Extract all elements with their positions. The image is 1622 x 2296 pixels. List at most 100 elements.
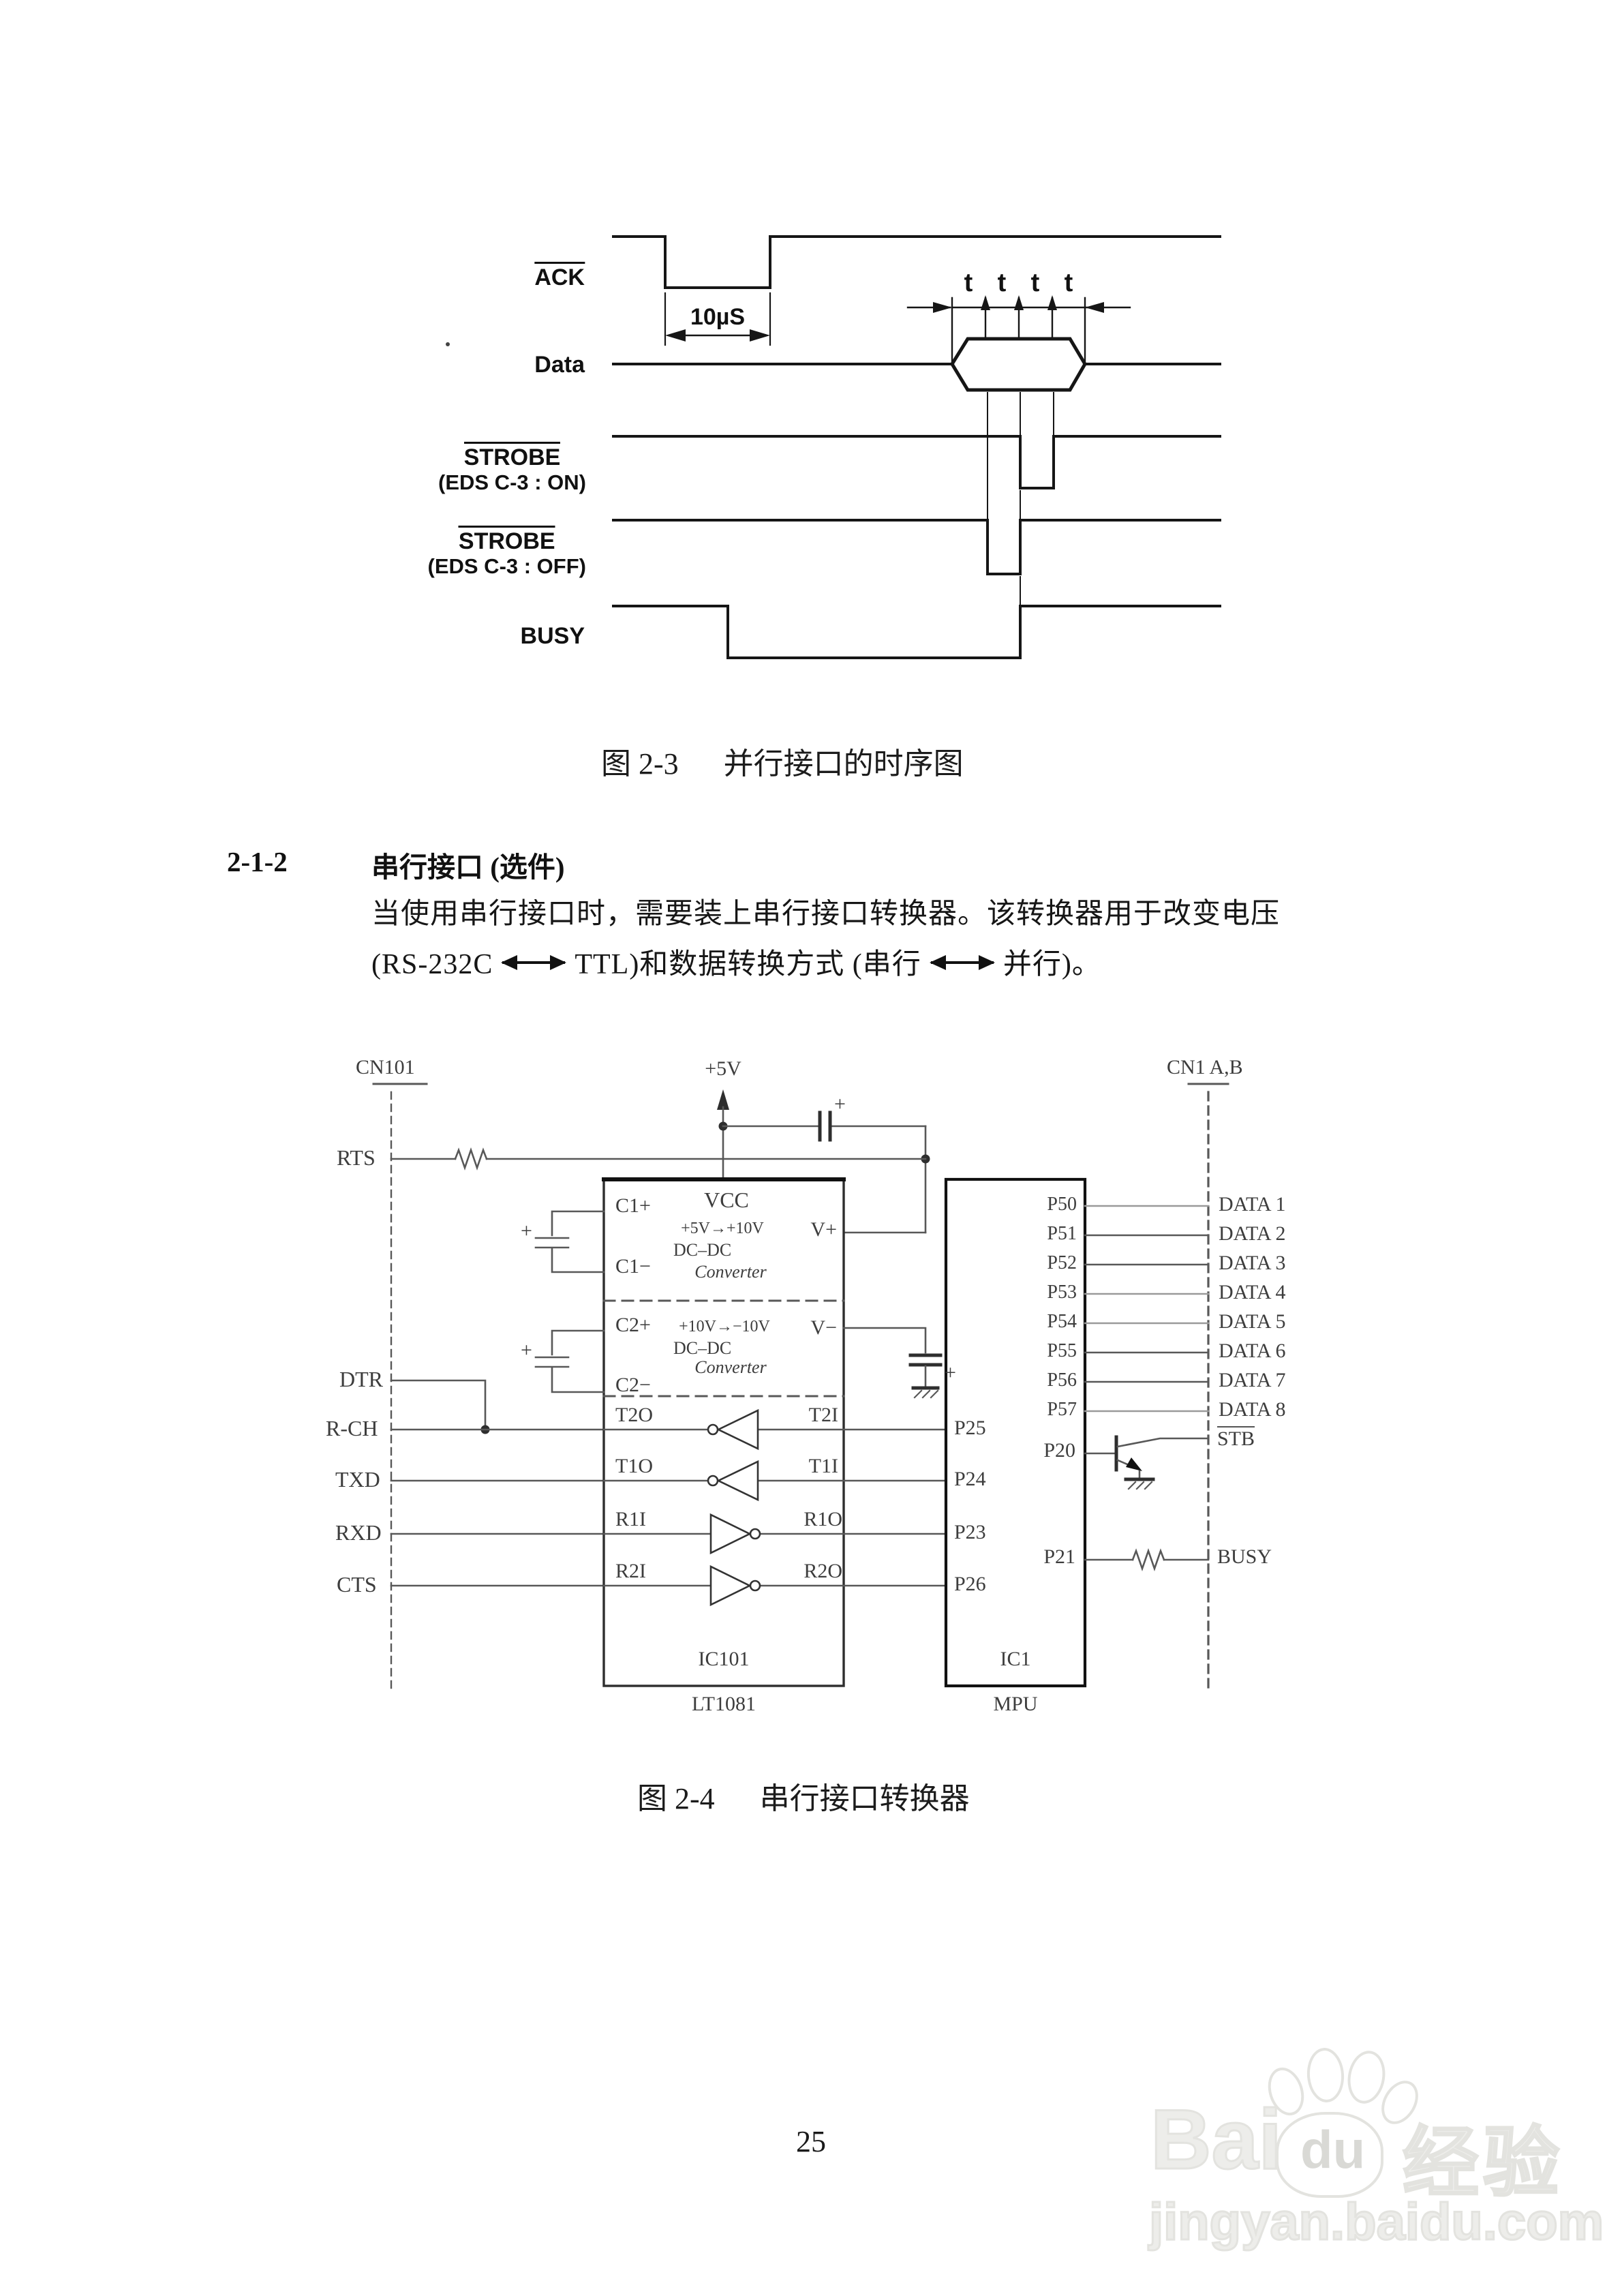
t-label-1: t — [964, 269, 973, 297]
signal-label-strobe-off: STROBE (EDS C-3 : OFF) — [427, 526, 587, 578]
watermark-bai-text: Bai — [1150, 2092, 1283, 2188]
strobe-on-sub: (EDS C-3 : ON) — [438, 470, 586, 494]
ic101-pin-c1m: C1− — [615, 1255, 651, 1278]
busy-waveform — [612, 605, 1221, 659]
t-label-2: t — [997, 269, 1007, 297]
reference-lines — [987, 392, 1054, 605]
ic101-pin-vplus: V+ — [810, 1218, 837, 1241]
ic101-pin-t2o: T2O — [615, 1404, 653, 1426]
data7-label: DATA 7 — [1219, 1369, 1286, 1391]
cap-plus-top: + — [834, 1093, 846, 1115]
converter1-type: DC–DC — [673, 1240, 732, 1260]
data1-label: DATA 1 — [1219, 1193, 1286, 1215]
mpu-pin-p24: P24 — [954, 1468, 986, 1490]
figure-2-4-title: 串行接口转换器 — [759, 1782, 970, 1815]
baidu-paw-icon — [1262, 2046, 1426, 2198]
ic101-pin-r1i: R1I — [615, 1508, 646, 1530]
vminus-capacitor — [842, 1327, 943, 1399]
cn1-rail — [1187, 1083, 1229, 1692]
stb-label: STB — [1217, 1426, 1255, 1450]
busy-row — [1084, 1548, 1210, 1571]
inverter-r2 — [709, 1565, 761, 1607]
body-text-line2: (RS-232C TTL)和数据转换方式 (串行 并行)。 — [371, 941, 1101, 982]
body-line2-post: 并行)。 — [1003, 949, 1101, 980]
stb-transistor — [1084, 1435, 1210, 1490]
mpu-pin-p52: P52 — [1047, 1252, 1077, 1273]
body-text-line1: 当使用串行接口时，需要装上串行接口转换器。该转换器用于改变电压 — [371, 898, 1281, 930]
section-title: 串行接口 (选件) — [371, 851, 565, 883]
ic101-name: IC101 — [698, 1648, 750, 1670]
mpu-pin-p25: P25 — [954, 1417, 986, 1439]
pin-dtr-label: DTR — [339, 1367, 383, 1391]
pin-rch-label: R-CH — [326, 1416, 378, 1440]
c2-capacitor — [534, 1329, 605, 1393]
ic101-pin-r1o: R1O — [804, 1508, 842, 1530]
figure-2-3-title: 并行接口的时序图 — [723, 747, 964, 781]
mpu-pin-p57: P57 — [1047, 1399, 1077, 1420]
figure-2-4-number: 图 2-4 — [637, 1782, 715, 1815]
data3-label: DATA 3 — [1219, 1252, 1286, 1274]
connector-cn1ab-label: CN1 A,B — [1167, 1056, 1243, 1078]
c2-plus-mark: + — [521, 1339, 532, 1361]
body-line2-pre: (RS-232C — [371, 949, 493, 980]
page-number: 25 — [796, 2125, 826, 2158]
ic101-part: LT1081 — [692, 1693, 756, 1715]
mpu-pin-p56: P56 — [1047, 1370, 1077, 1391]
c1-plus-mark: + — [521, 1220, 532, 1242]
rts-line — [390, 1147, 927, 1170]
data4-label: DATA 4 — [1219, 1281, 1286, 1303]
figure-2-4-caption: 图 2-4 串行接口转换器 — [637, 1774, 970, 1817]
ic101-pin-vminus: V− — [810, 1316, 837, 1339]
ic101-pin-c2m: C2− — [615, 1374, 651, 1396]
timing-diagram — [612, 235, 1221, 659]
stray-mark — [446, 342, 450, 346]
t-label-3: t — [1030, 269, 1040, 297]
mpu-name: IC1 — [1000, 1648, 1031, 1670]
pin-rts-label: RTS — [337, 1145, 376, 1170]
data8-label: DATA 8 — [1219, 1398, 1286, 1421]
mpu-pin-p51: P51 — [1047, 1223, 1077, 1244]
data-waveform — [612, 337, 1221, 392]
strobe-off-main: STROBE — [458, 526, 555, 553]
double-arrow-icon — [501, 955, 567, 971]
cn101-rail — [372, 1083, 428, 1692]
converter1-range: +5V→+10V — [681, 1220, 764, 1237]
strobe-off-waveform — [612, 519, 1221, 575]
mpu-pin-p26: P26 — [954, 1573, 986, 1595]
data6-label: DATA 6 — [1219, 1340, 1286, 1362]
watermark-cn-text: 经验 — [1402, 2119, 1563, 2207]
ic101-pin-r2o: R2O — [804, 1560, 842, 1582]
signal-label-ack: ACK — [534, 262, 585, 290]
pulse-width-label: 10µS — [690, 304, 746, 330]
data5-label: DATA 5 — [1219, 1310, 1286, 1333]
ic101-pin-c1p: C1+ — [615, 1194, 651, 1217]
signal-label-busy: BUSY — [520, 623, 585, 649]
converter2-word: Converter — [694, 1357, 767, 1377]
mpu-pin-p53: P53 — [1047, 1282, 1077, 1303]
connector-cn101-label: CN101 — [356, 1056, 415, 1078]
pin-txd-label: TXD — [335, 1467, 380, 1492]
ack-waveform — [612, 235, 1221, 289]
data-rows — [1084, 1205, 1210, 1413]
ic101-pin-c2p: C2+ — [615, 1314, 651, 1336]
mpu-pin-p21: P21 — [1043, 1545, 1075, 1568]
section-number: 2-1-2 — [227, 846, 288, 877]
busy-label: BUSY — [1217, 1545, 1272, 1568]
double-arrow-icon — [929, 955, 995, 971]
signal-label-strobe-on: STROBE (EDS C-3 : ON) — [438, 442, 586, 494]
figure-2-3-caption: 图 2-3 并行接口的时序图 — [601, 739, 964, 783]
c1-capacitor — [534, 1210, 605, 1273]
mpu-pin-p20: P20 — [1043, 1439, 1075, 1462]
mpu-pin-p55: P55 — [1047, 1340, 1077, 1361]
mpu-pin-p23: P23 — [954, 1521, 986, 1543]
strobe-off-sub: (EDS C-3 : OFF) — [427, 554, 587, 578]
figure-2-3-number: 图 2-3 — [601, 747, 679, 781]
pin-cts-label: CTS — [337, 1572, 377, 1597]
data2-label: DATA 2 — [1219, 1222, 1286, 1245]
ic101-pin-r2i: R2I — [615, 1560, 646, 1582]
signal-label-data: Data — [534, 352, 585, 378]
ic101-vcc-label: VCC — [704, 1188, 749, 1212]
body-line2-mid: TTL)和数据转换方式 (串行 — [575, 949, 921, 980]
